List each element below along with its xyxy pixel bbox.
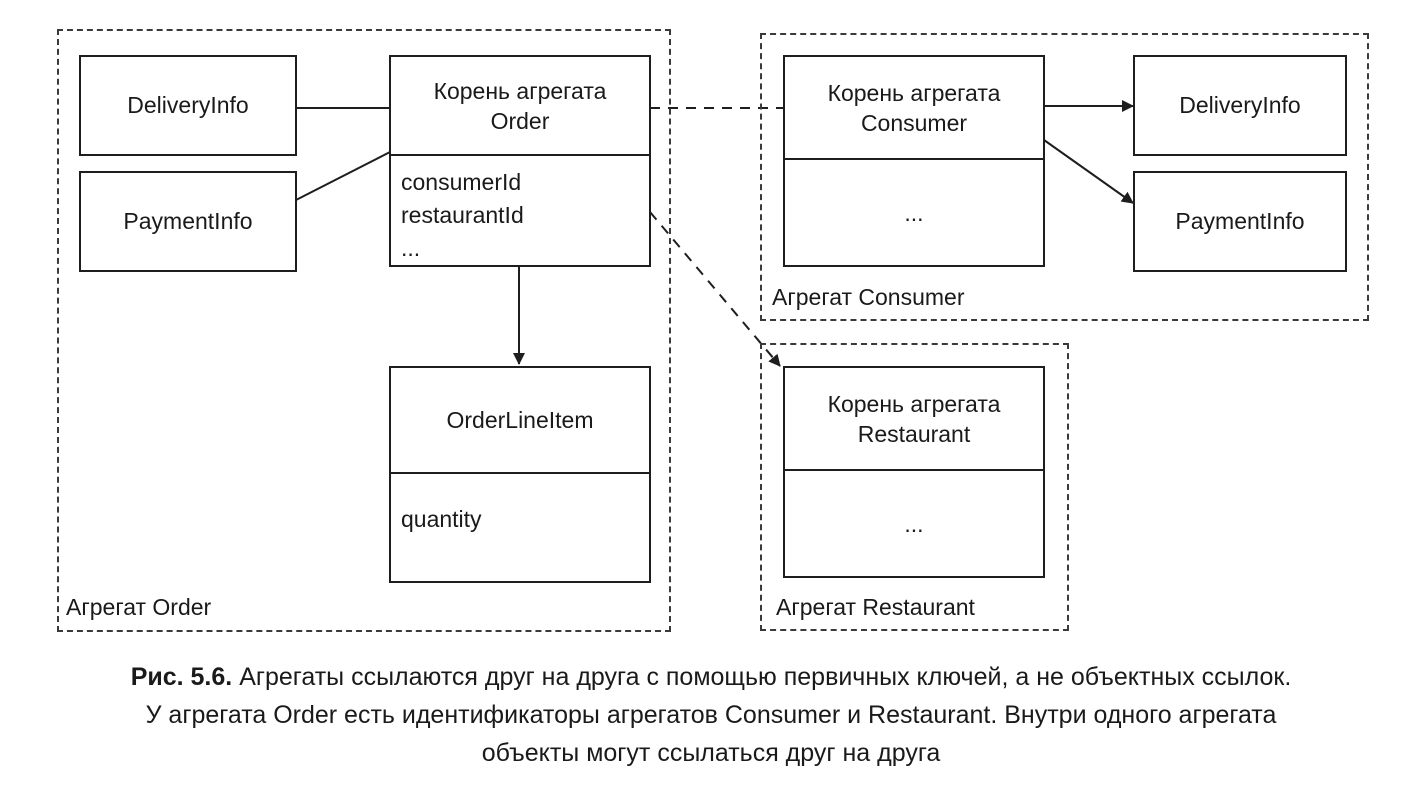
orderlineitem-fields: quantity bbox=[391, 474, 649, 536]
aggregate-restaurant bbox=[760, 343, 1069, 631]
orderlineitem-header: OrderLineItem bbox=[391, 368, 649, 474]
field-consumerid: consumerId bbox=[401, 169, 522, 195]
aggregate-order-label: Агрегат Order bbox=[66, 594, 212, 620]
restaurant-root-header: Корень агрегата Restaurant bbox=[785, 368, 1043, 471]
order-deliveryinfo-title: DeliveryInfo bbox=[127, 92, 249, 118]
aggregate-order bbox=[57, 29, 671, 632]
figure-caption: Рис. 5.6. Агрегаты ссылаются друг на дру… bbox=[0, 658, 1422, 772]
caption-line-1-text: Агрегаты ссылаются друг на друга с помощ… bbox=[239, 663, 1292, 691]
caption-line-3: объекты могут ссылаться друг на друга bbox=[481, 739, 941, 767]
restaurant-root-title-line1: Корень агрегата bbox=[827, 390, 1001, 417]
orderlineitem-box: OrderLineItem quantity bbox=[389, 366, 651, 583]
restaurant-root-body-ellipsis: ... bbox=[904, 510, 924, 537]
order-root-title-line1: Корень агрегата bbox=[433, 77, 607, 104]
order-root-fields: consumerId restaurantId ... bbox=[391, 156, 649, 265]
order-root-box: Корень агрегата Order consumerId restaur… bbox=[389, 55, 651, 267]
consumer-root-box: Корень агрегата Consumer ... bbox=[783, 55, 1045, 267]
aggregate-consumer-label: Агрегат Consumer bbox=[772, 284, 965, 310]
consumer-paymentinfo-title: PaymentInfo bbox=[1175, 208, 1305, 234]
field-quantity: quantity bbox=[401, 506, 482, 532]
order-paymentinfo-title: PaymentInfo bbox=[123, 208, 253, 234]
consumer-paymentinfo-box: PaymentInfo bbox=[1133, 171, 1347, 272]
order-deliveryinfo-box: DeliveryInfo bbox=[79, 55, 297, 156]
consumer-root-title-line2: Consumer bbox=[860, 109, 968, 136]
caption-line-2: У агрегата Order есть идентификаторы агр… bbox=[145, 701, 1277, 729]
consumer-root-body: ... bbox=[785, 160, 1043, 265]
diagram: Агрегат Order Агрегат Consumer Агрегат R… bbox=[57, 29, 1369, 632]
connectors-layer bbox=[295, 100, 1134, 367]
aggregate-consumer bbox=[760, 33, 1369, 321]
consumer-root-title-line1: Корень агрегата bbox=[827, 79, 1001, 106]
arrow-consumer-root-to-paymentinfo bbox=[1043, 139, 1134, 204]
caption-label: Рис. 5.6. bbox=[130, 663, 233, 691]
restaurant-root-title-line2: Restaurant bbox=[857, 420, 971, 447]
link-paymentinfo-to-order-root bbox=[295, 151, 391, 201]
consumer-deliveryinfo-title: DeliveryInfo bbox=[1179, 92, 1301, 118]
consumer-root-header: Корень агрегата Consumer bbox=[785, 57, 1043, 160]
order-paymentinfo-box: PaymentInfo bbox=[79, 171, 297, 272]
order-root-title-line2: Order bbox=[490, 107, 550, 134]
field-ellipsis: ... bbox=[401, 235, 421, 261]
caption-line-1: Рис. 5.6. Агрегаты ссылаются друг на дру… bbox=[0, 658, 1422, 696]
consumer-root-body-ellipsis: ... bbox=[904, 199, 924, 226]
restaurant-root-body: ... bbox=[785, 471, 1043, 576]
order-root-header: Корень агрегата Order bbox=[391, 57, 649, 156]
restaurant-root-box: Корень агрегата Restaurant ... bbox=[783, 366, 1045, 578]
dashed-arrow-restaurantid-to-restaurant bbox=[649, 211, 781, 367]
orderlineitem-title: OrderLineItem bbox=[446, 407, 594, 433]
aggregate-restaurant-label: Агрегат Restaurant bbox=[776, 594, 975, 620]
consumer-deliveryinfo-box: DeliveryInfo bbox=[1133, 55, 1347, 156]
field-restaurantid: restaurantId bbox=[401, 202, 524, 228]
